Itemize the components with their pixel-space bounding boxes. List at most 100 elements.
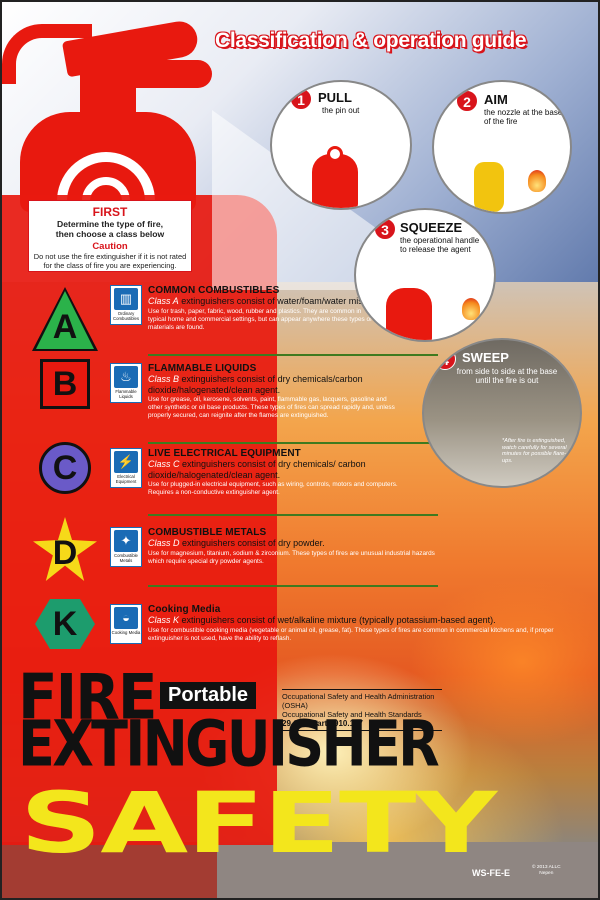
step-sweep: 4 SWEEP from side to side at the base un… bbox=[422, 338, 582, 488]
class-k-prefix: Class K bbox=[148, 615, 180, 625]
class-c-title: LIVE ELECTRICAL EQUIPMENT bbox=[148, 448, 301, 459]
class-k-description: Use for combustible cooking media (veget… bbox=[148, 626, 554, 642]
class-a-text: COMMON COMBUSTIBLES Class A extinguisher… bbox=[148, 285, 498, 332]
class-c-letter: C bbox=[52, 448, 78, 487]
class-c-description: Use for plugged-in electrical equipment,… bbox=[148, 481, 398, 497]
step-3-desc: the operational handle to release the ag… bbox=[400, 236, 480, 254]
step-squeeze: 3 SQUEEZE the operational handle to rele… bbox=[354, 208, 496, 342]
class-k-rest: extinguishers consist of wet/alkaline mi… bbox=[179, 615, 496, 625]
class-a-prefix: Class A bbox=[148, 296, 179, 306]
step-pull: 1 PULL the pin out bbox=[270, 80, 412, 210]
product-code: WS-FE-E bbox=[472, 868, 510, 878]
class-a-rest: extinguishers consist of water/foam/wate… bbox=[178, 296, 368, 306]
caution-text: Do not use the fire extinguisher if it i… bbox=[33, 252, 187, 270]
extinguisher-valve-graphic bbox=[80, 60, 136, 120]
plug-icon: ⚡ bbox=[114, 451, 138, 473]
cooking-media-icon: ◒Cooking Media bbox=[110, 604, 142, 644]
icon-caption-a: Ordinary Combustibles bbox=[112, 311, 140, 321]
step-1-desc: the pin out bbox=[322, 106, 360, 115]
pan-icon: ◒ bbox=[114, 607, 138, 629]
class-b-rest: extinguishers consist of dry chemicals/c… bbox=[148, 374, 363, 395]
flame-icon: ♨ bbox=[114, 366, 138, 388]
class-b-text: FLAMMABLE LIQUIDS Class B extinguishers … bbox=[148, 363, 498, 421]
icon-caption-b: Flammable Liquids bbox=[115, 389, 137, 399]
extinguisher-art-2 bbox=[474, 162, 504, 212]
step-aim: 2 AIM the nozzle at the base of the fire bbox=[432, 80, 572, 214]
class-k-subtitle: Class K extinguishers consist of wet/alk… bbox=[148, 615, 508, 626]
step-4-number: 4 bbox=[434, 348, 456, 370]
step-4-name: SWEEP bbox=[462, 350, 509, 365]
copyright: © 2013 ALLC Nepen bbox=[532, 865, 561, 877]
divider-d bbox=[148, 585, 438, 587]
step-3-name: SQUEEZE bbox=[400, 220, 463, 235]
guide-title: Classification & operation guide bbox=[215, 29, 527, 52]
class-b-subtitle: Class B extinguishers consist of dry che… bbox=[148, 374, 388, 395]
first-line-1: Determine the type of fire, bbox=[56, 219, 163, 229]
class-a-subtitle: Class A extinguishers consist of water/f… bbox=[148, 296, 498, 307]
step-4-note: *After fire is extinguished, watch caref… bbox=[502, 438, 567, 464]
step-2-desc: the nozzle at the base of the fire bbox=[484, 108, 563, 126]
class-a-letter: A bbox=[52, 307, 78, 346]
class-c-text: LIVE ELECTRICAL EQUIPMENT Class C exting… bbox=[148, 448, 498, 497]
class-b-prefix: Class B bbox=[148, 374, 180, 384]
title-safety: SAFETY bbox=[20, 774, 497, 872]
class-c-subtitle: Class C extinguishers consist of dry che… bbox=[148, 459, 378, 480]
osha-line-3: 29 CFR Part 1910.157 bbox=[282, 719, 363, 728]
flame-art-3 bbox=[462, 298, 480, 320]
title-portable: Portable bbox=[160, 682, 257, 709]
osha-line-1: Occupational Safety and Health Administr… bbox=[282, 692, 435, 710]
copyright-line-1: © 2013 ALLC bbox=[532, 865, 561, 870]
title-fire: FIRE bbox=[18, 660, 157, 734]
class-d-subtitle: Class D extinguishers consist of dry pow… bbox=[148, 538, 498, 549]
first-instruction-box: FIRST Determine the type of fire, then c… bbox=[28, 200, 192, 272]
osha-reference: Occupational Safety and Health Administr… bbox=[282, 689, 442, 731]
ordinary-combustibles-icon: ▥Ordinary Combustibles bbox=[110, 285, 142, 325]
caution-heading: Caution bbox=[92, 241, 128, 252]
class-k-text: Cooking Media Class K extinguishers cons… bbox=[148, 604, 554, 643]
divider-c bbox=[148, 514, 438, 516]
class-a-title: COMMON COMBUSTIBLES bbox=[148, 285, 280, 296]
title-extinguisher: EXTINGUISHER bbox=[18, 708, 440, 782]
extinguisher-hose-graphic bbox=[2, 24, 92, 84]
class-d-description: Use for magnesium, titanium, sodium & zi… bbox=[148, 549, 435, 565]
class-b-symbol: B bbox=[40, 359, 90, 409]
combustible-metals-icon: ✦Combustible Metals bbox=[110, 527, 142, 567]
class-c-rest: extinguishers consist of dry chemicals/ … bbox=[148, 459, 366, 480]
electrical-equipment-icon: ⚡Electrical Equipment bbox=[110, 448, 142, 488]
icon-caption-d: Combustible Metals bbox=[114, 553, 138, 563]
osha-line-2: Occupational Safety and Health Standards bbox=[282, 710, 422, 719]
flame-art-2 bbox=[528, 170, 546, 192]
copyright-line-2: Nepen bbox=[539, 871, 554, 876]
icon-caption-c: Electrical Equipment bbox=[115, 474, 137, 484]
step-4-desc: from side to side at the base until the … bbox=[456, 367, 558, 385]
class-k-letter: K bbox=[52, 604, 78, 643]
gauge-art-1 bbox=[327, 146, 343, 162]
extinguisher-art-3 bbox=[386, 288, 432, 340]
extinguisher-art-1 bbox=[312, 154, 358, 208]
step-2-name: AIM bbox=[484, 92, 508, 107]
metal-flame-icon: ✦ bbox=[114, 530, 138, 552]
class-d-rest: extinguishers consist of dry powder. bbox=[179, 538, 325, 548]
first-heading: FIRST bbox=[92, 205, 128, 219]
step-3-number: 3 bbox=[374, 218, 396, 240]
flammable-liquids-icon: ♨Flammable Liquids bbox=[110, 363, 142, 403]
step-1-number: 1 bbox=[290, 88, 312, 110]
trash-icon: ▥ bbox=[114, 288, 138, 310]
class-d-title: COMBUSTIBLE METALS bbox=[148, 527, 267, 538]
divider-a bbox=[148, 354, 438, 356]
step-1-name: PULL bbox=[318, 90, 352, 105]
class-c-symbol: C bbox=[39, 442, 91, 494]
class-a-description: Use for trash, paper, fabric, wood, rubb… bbox=[148, 307, 372, 331]
divider-b bbox=[148, 442, 438, 444]
class-d-prefix: Class D bbox=[148, 538, 180, 548]
step-2-number: 2 bbox=[456, 90, 478, 112]
class-b-title: FLAMMABLE LIQUIDS bbox=[148, 363, 257, 374]
class-b-description: Use for grease, oil, kerosene, solvents,… bbox=[148, 396, 395, 420]
icon-caption-k: Cooking Media bbox=[111, 630, 141, 635]
class-k-title: Cooking Media bbox=[148, 604, 221, 615]
first-line-2: then choose a class below bbox=[55, 229, 165, 239]
class-c-prefix: Class C bbox=[148, 459, 180, 469]
class-d-text: COMBUSTIBLE METALS Class D extinguishers… bbox=[148, 527, 498, 566]
bottom-band-left bbox=[2, 842, 217, 898]
